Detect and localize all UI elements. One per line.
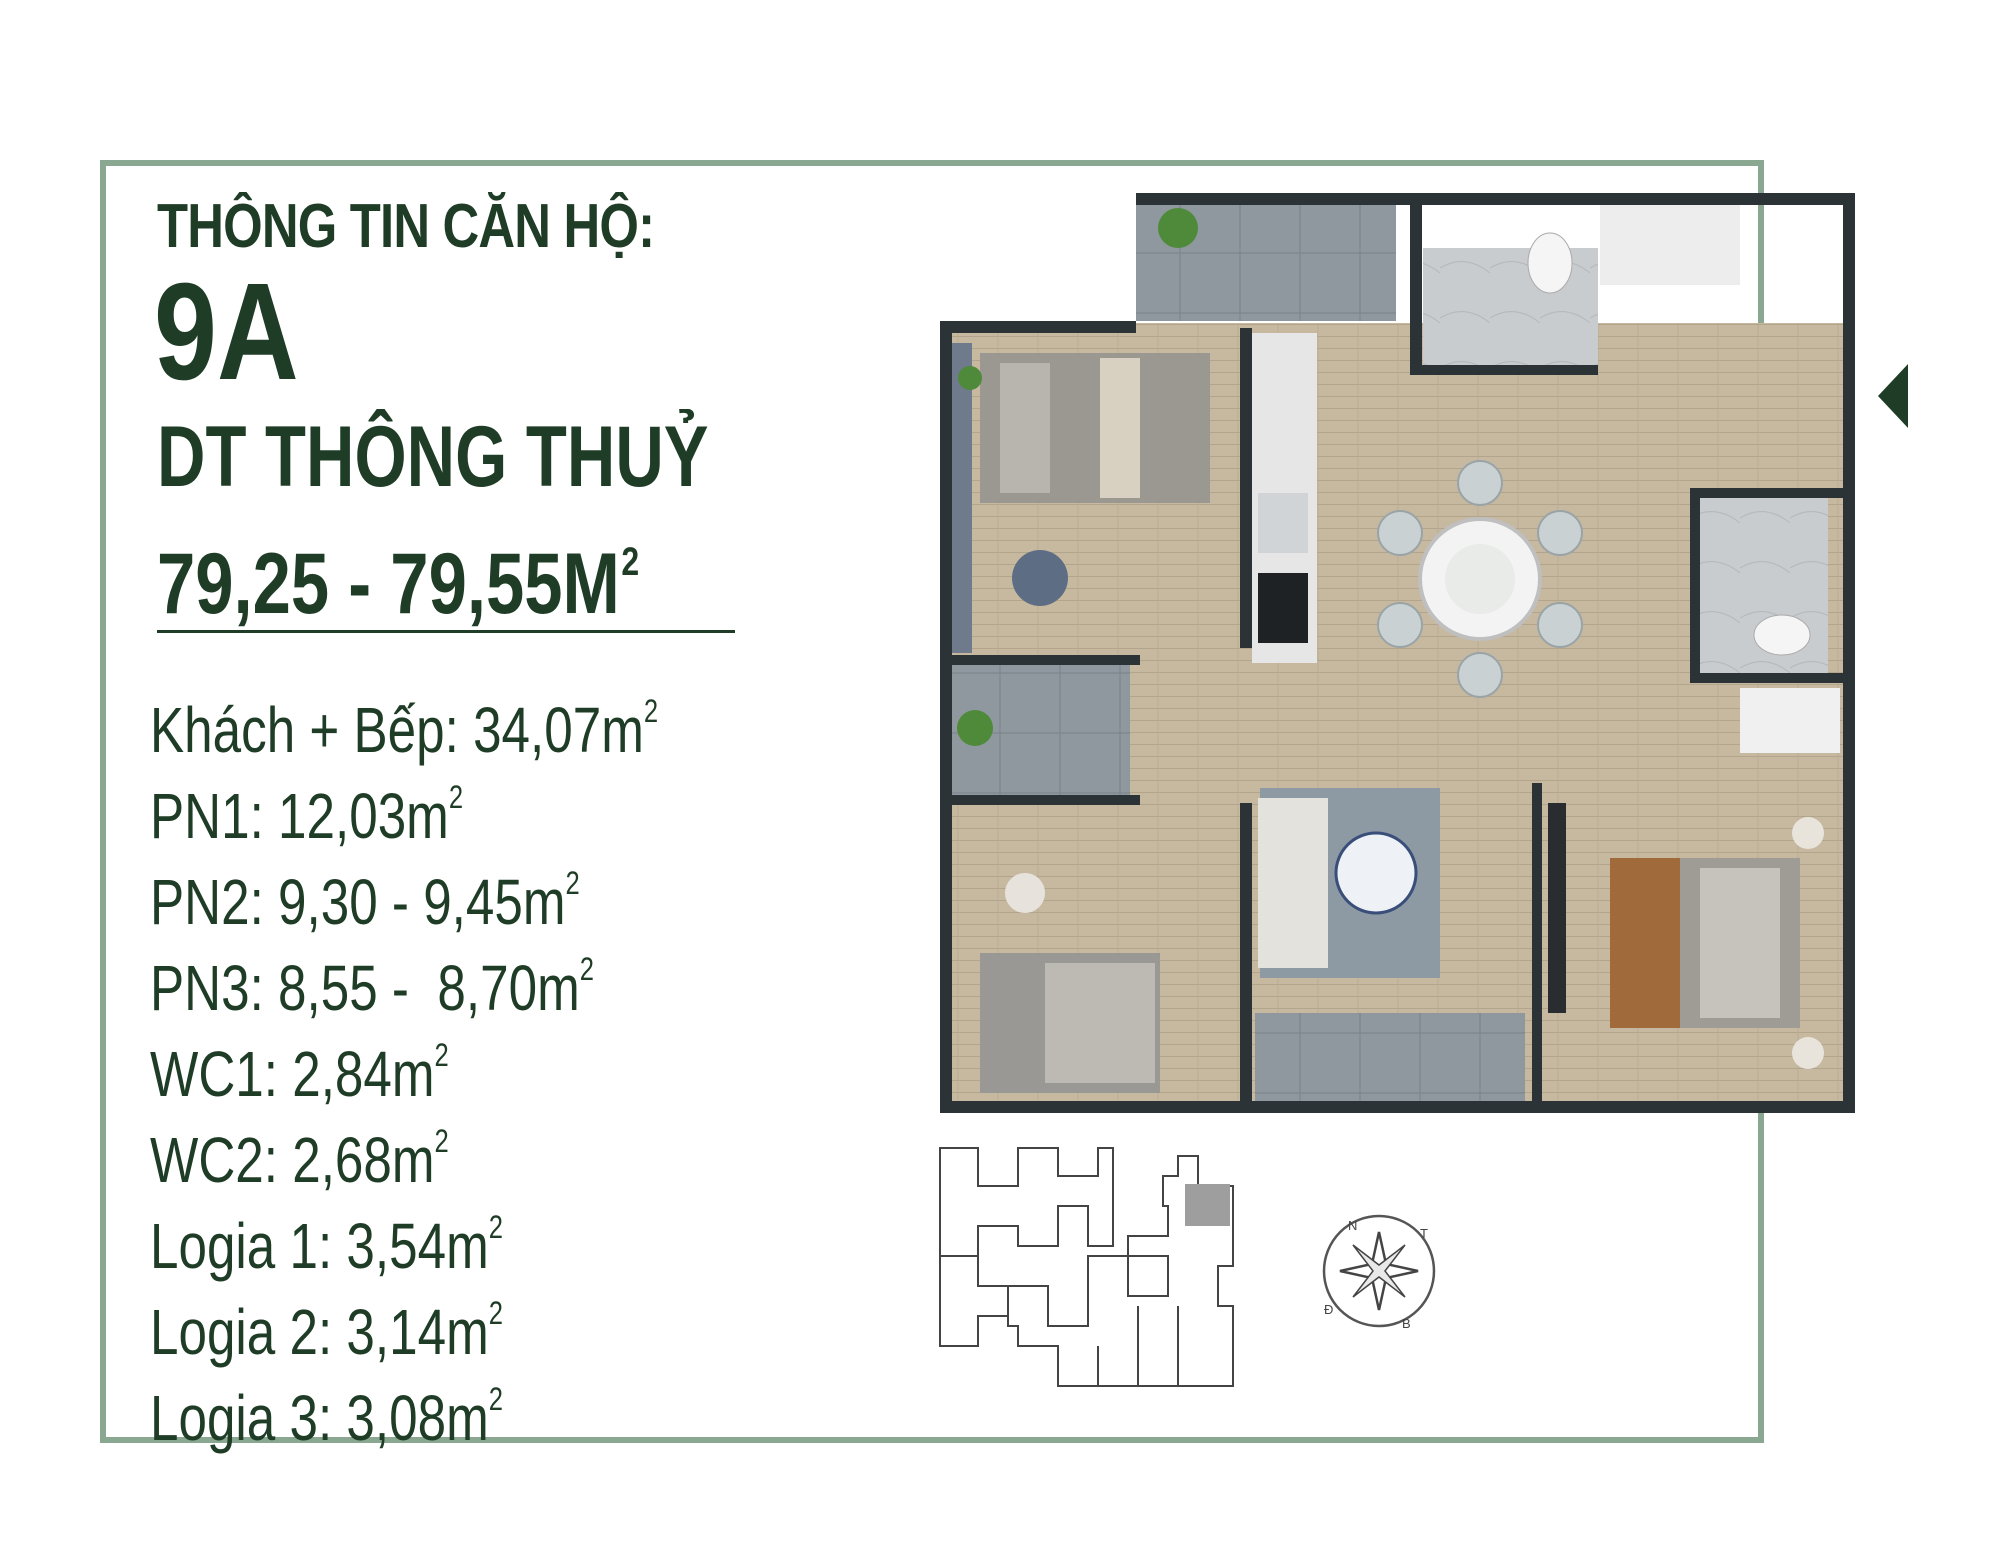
room-name: Logia 3 bbox=[150, 1382, 318, 1454]
room-row: Logia 1: 3,54m2 bbox=[150, 1209, 503, 1282]
plant bbox=[1158, 208, 1198, 248]
room-name: WC2 bbox=[150, 1124, 264, 1196]
plant bbox=[957, 710, 993, 746]
room-row: PN2: 9,30 - 9,45m2 bbox=[150, 865, 580, 938]
sofa bbox=[1258, 798, 1328, 968]
room-row: PN3: 8,55 - 8,70m2 bbox=[150, 951, 594, 1024]
room-area-list: Khách + Bếp: 34,07m2 PN1: 12,03m2 PN2: 9… bbox=[150, 668, 785, 1454]
room-area: 2,84m bbox=[292, 1038, 435, 1110]
room-name: Logia 1 bbox=[150, 1210, 318, 1282]
apartment-info-label: THÔNG TIN CĂN HỘ: bbox=[157, 192, 655, 261]
key-plan bbox=[939, 1147, 1234, 1387]
unit-exp: 2 bbox=[448, 779, 464, 815]
area-range: 79,25 - 79,55M2 bbox=[157, 515, 639, 631]
wash-basin bbox=[1740, 688, 1840, 753]
unit-exp: 2 bbox=[565, 865, 580, 901]
room-row: Logia 2: 3,14m2 bbox=[150, 1295, 503, 1368]
unit-exp: 2 bbox=[643, 693, 659, 729]
entrance-arrow-icon bbox=[1878, 364, 1908, 428]
room-area: 2,68m bbox=[292, 1124, 435, 1196]
room-name: PN3 bbox=[150, 952, 250, 1024]
dining-set bbox=[1377, 460, 1583, 698]
room-row: Khách + Bếp: 34,07m2 bbox=[150, 693, 659, 766]
room-row: WC2: 2,68m2 bbox=[150, 1123, 449, 1196]
room-area: 12,03m bbox=[278, 780, 449, 852]
compass-b: B bbox=[1402, 1316, 1411, 1331]
compass-icon: N T Đ B bbox=[1322, 1214, 1436, 1331]
room-row: WC1: 2,84m2 bbox=[150, 1037, 449, 1110]
unit-highlight bbox=[1185, 1184, 1230, 1226]
room-name: WC1 bbox=[150, 1038, 264, 1110]
unit-exp: 2 bbox=[488, 1381, 503, 1417]
compass-t: T bbox=[1420, 1226, 1428, 1241]
compass-n: N bbox=[1348, 1218, 1357, 1233]
room-row: PN1: 12,03m2 bbox=[150, 779, 464, 852]
room-area: 3,08m bbox=[346, 1382, 489, 1454]
area-range-value: 79,25 - 79,55M bbox=[157, 536, 620, 632]
room-name: PN1 bbox=[150, 780, 250, 852]
unit-exp: 2 bbox=[579, 951, 594, 987]
unit-exp: 2 bbox=[488, 1295, 503, 1331]
room-area: 3,14m bbox=[346, 1296, 489, 1368]
chair-pn1 bbox=[1012, 550, 1068, 606]
room-area: 3,54m bbox=[346, 1210, 489, 1282]
unit-exp: 2 bbox=[488, 1209, 503, 1245]
walls bbox=[940, 193, 1855, 1113]
wc2 bbox=[1698, 498, 1828, 678]
room-area: 9,30 - 9,45m bbox=[278, 866, 566, 938]
room-name: Logia 2 bbox=[150, 1296, 318, 1368]
room-row: Logia 3: 3,08m2 bbox=[150, 1381, 503, 1454]
unit-exp: 2 bbox=[434, 1037, 449, 1073]
room-area: 8,55 - 8,70m bbox=[278, 952, 580, 1024]
area-range-exp: 2 bbox=[621, 540, 640, 584]
plant bbox=[958, 366, 982, 390]
coffee-table bbox=[1334, 831, 1418, 915]
unit-code: 9A bbox=[154, 255, 299, 409]
room-area: 34,07m bbox=[473, 694, 644, 766]
area-title: DT THÔNG THUỶ bbox=[157, 409, 709, 505]
room-name: Khách + Bếp bbox=[150, 694, 445, 766]
compass-d: Đ bbox=[1324, 1302, 1333, 1317]
room-name: PN2 bbox=[150, 866, 250, 938]
unit-exp: 2 bbox=[434, 1123, 449, 1159]
divider bbox=[157, 630, 735, 633]
floor-plan bbox=[940, 193, 1855, 1113]
logia-3 bbox=[1255, 1013, 1525, 1108]
